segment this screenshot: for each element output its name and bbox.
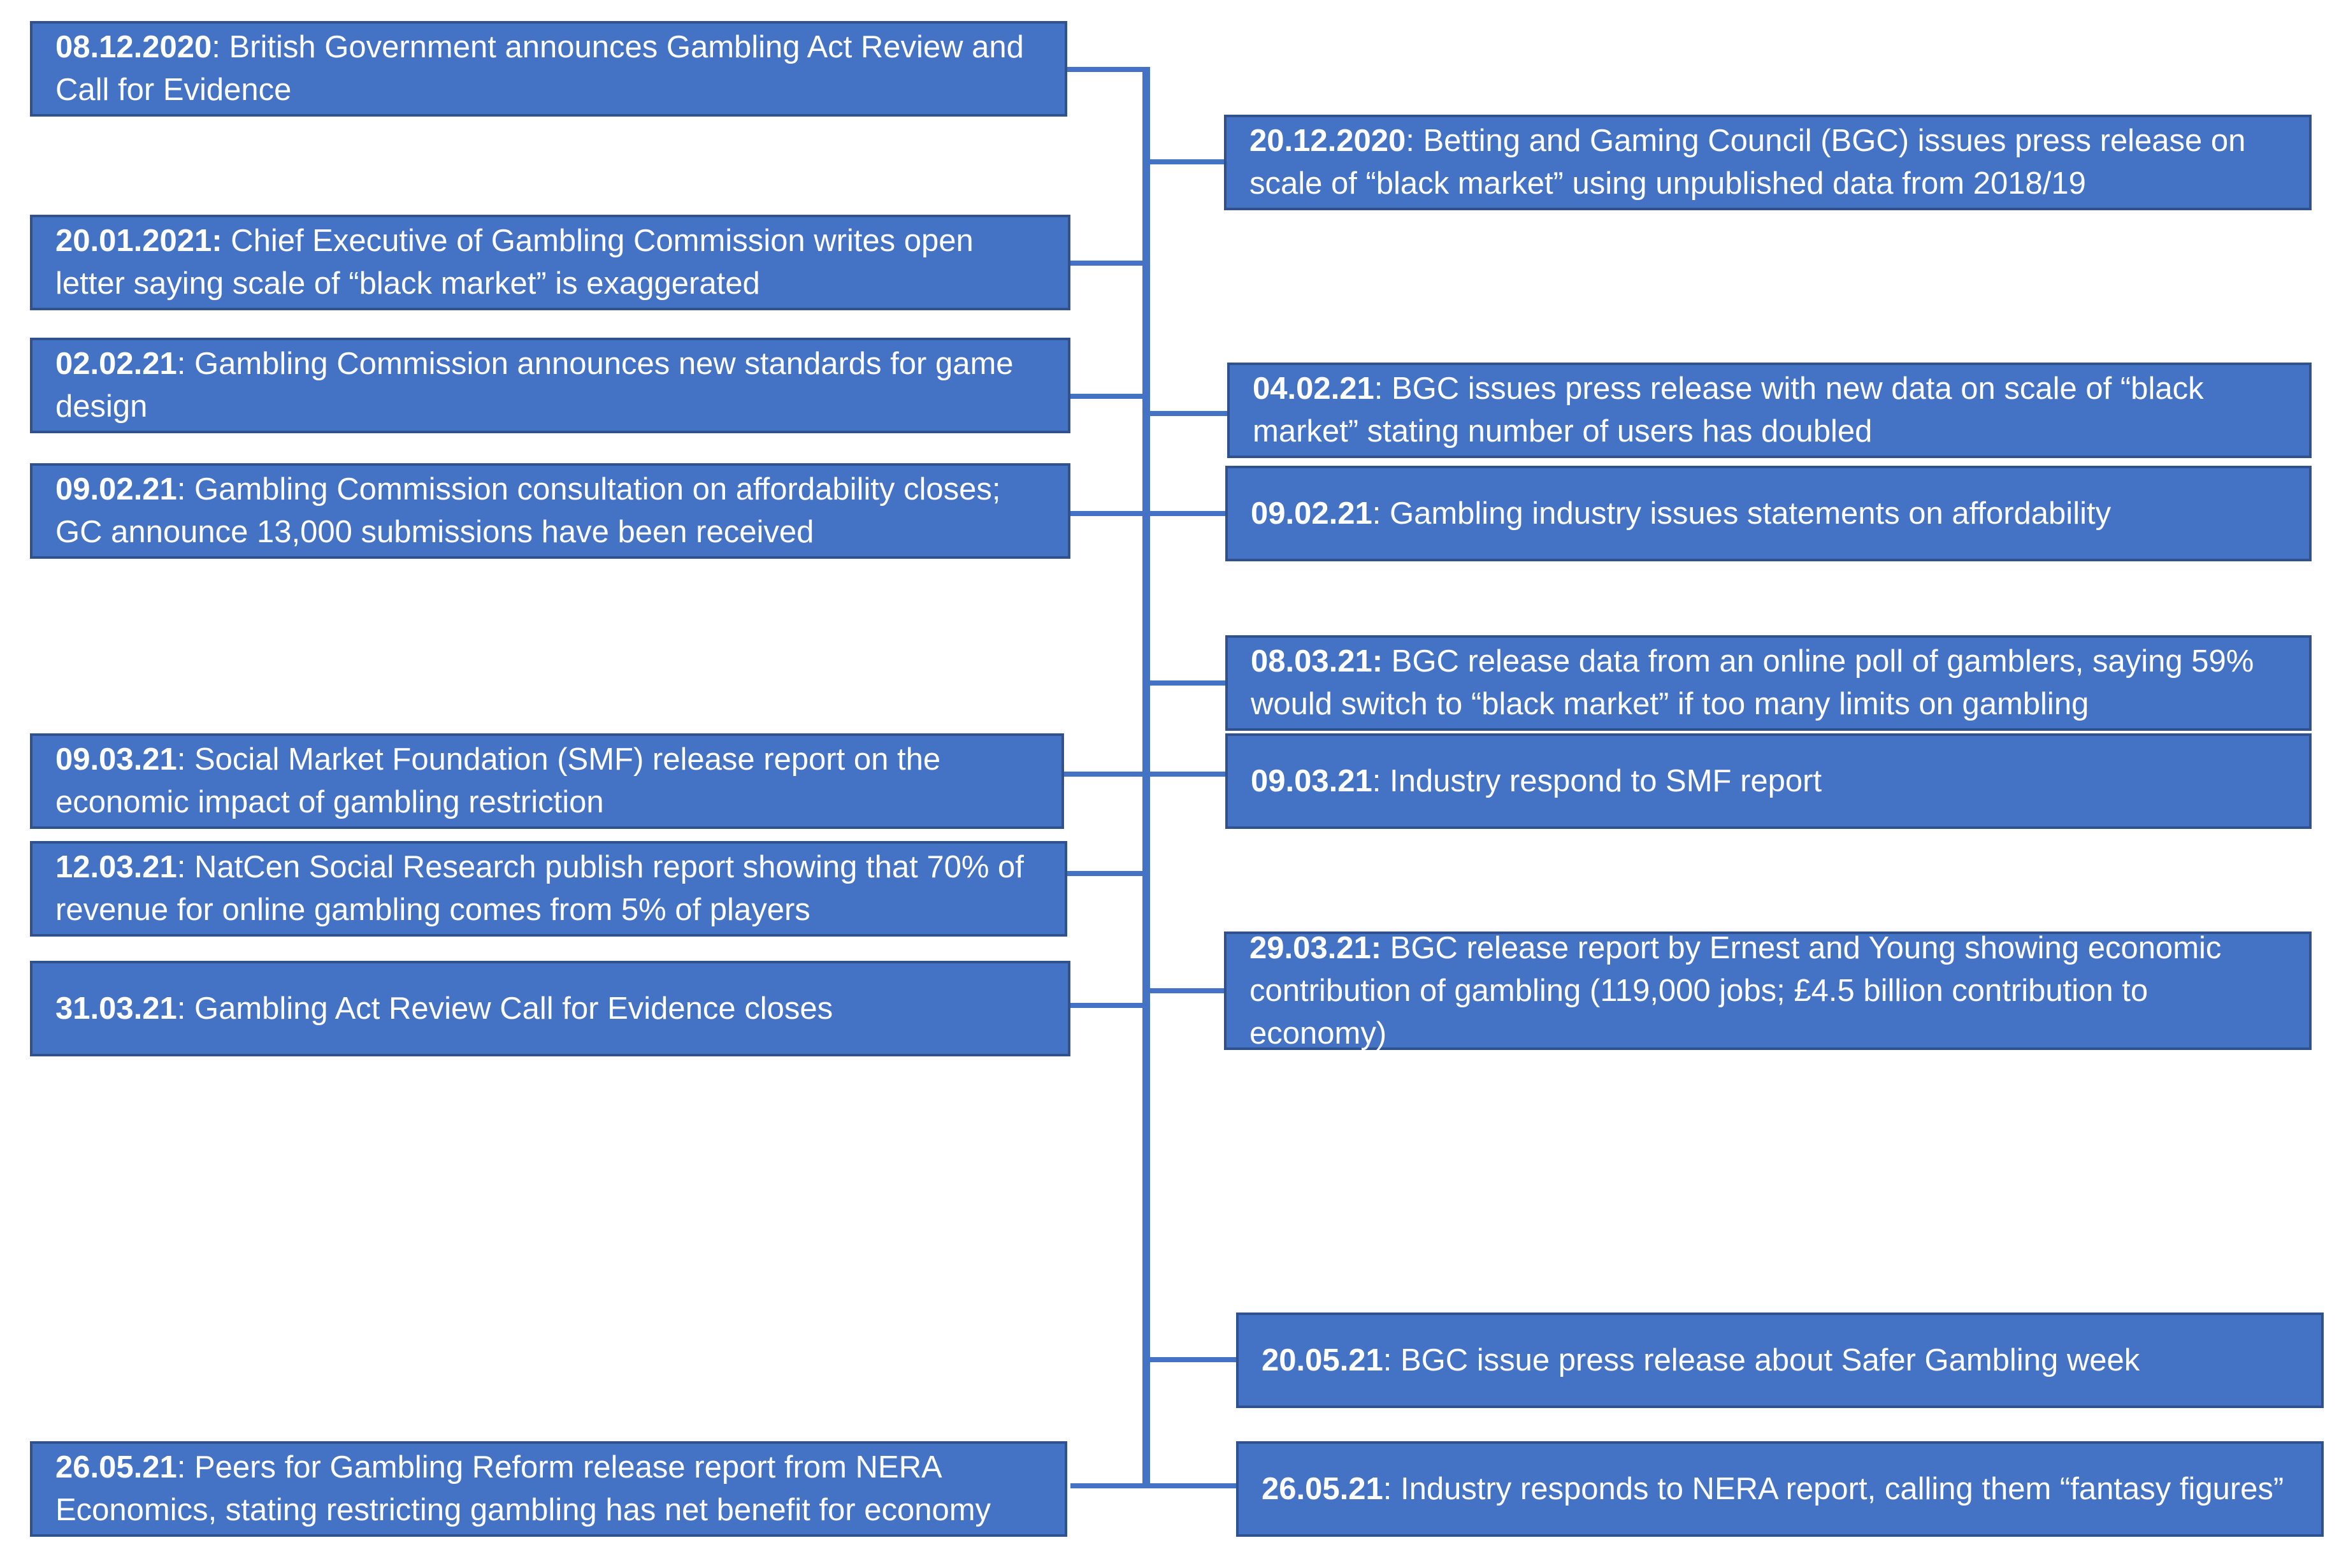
event-description: : Peers for Gambling Reform release repo… — [55, 1450, 991, 1527]
event-description: : Gambling Commission announces new stan… — [55, 347, 1014, 424]
connector — [1064, 772, 1146, 777]
event-text: 04.02.21: BGC issues press release with … — [1253, 368, 2286, 453]
event-box-left: 08.12.2020: British Government announces… — [30, 21, 1067, 117]
event-date: 09.03.21 — [1251, 763, 1372, 798]
connector — [1146, 411, 1227, 416]
event-text: 31.03.21: Gambling Act Review Call for E… — [55, 988, 833, 1030]
event-description: : Betting and Gaming Council (BGC) issue… — [1249, 124, 2246, 201]
event-box-left: 02.02.21: Gambling Commission announces … — [30, 338, 1070, 433]
event-date: 26.05.21 — [55, 1450, 177, 1485]
event-description: BGC release report by Ernest and Young s… — [1249, 930, 2222, 1051]
event-description: Chief Executive of Gambling Commission w… — [55, 224, 974, 301]
connector — [1146, 772, 1225, 777]
event-description: : NatCen Social Research publish report … — [55, 850, 1024, 927]
event-date: 20.12.2020 — [1249, 124, 1406, 158]
event-text: 29.03.21: BGC release report by Ernest a… — [1249, 927, 2286, 1055]
event-box-right: 09.02.21: Gambling industry issues state… — [1225, 466, 2312, 561]
event-date: 04.02.21 — [1253, 371, 1374, 406]
event-description: : Gambling industry issues statements on… — [1372, 496, 2112, 531]
event-box-right: 20.12.2020: Betting and Gaming Council (… — [1224, 115, 2312, 210]
event-box-right: 08.03.21: BGC release data from an onlin… — [1225, 635, 2312, 731]
connector — [1070, 394, 1146, 399]
connector — [1146, 1357, 1236, 1362]
event-description: : Industry respond to SMF report — [1372, 763, 1822, 798]
event-box-left: 31.03.21: Gambling Act Review Call for E… — [30, 961, 1070, 1056]
event-text: 08.03.21: BGC release data from an onlin… — [1251, 640, 2286, 726]
event-date: 20.05.21 — [1262, 1342, 1383, 1377]
event-description: : BGC issues press release with new data… — [1253, 371, 2204, 449]
event-box-right: 26.05.21: Industry responds to NERA repo… — [1236, 1441, 2324, 1537]
event-description: BGC release data from an online poll of … — [1251, 644, 2254, 721]
event-description: : Industry responds to NERA report, call… — [1383, 1471, 2284, 1506]
event-text: 12.03.21: NatCen Social Research publish… — [55, 846, 1042, 931]
connector — [1146, 680, 1225, 686]
event-description: : Gambling Commission consultation on af… — [55, 472, 1001, 549]
connector — [1146, 1483, 1236, 1488]
connector — [1070, 1483, 1146, 1488]
event-text: 20.05.21: BGC issue press release about … — [1262, 1339, 2140, 1382]
event-text: 09.02.21: Gambling Commission consultati… — [55, 468, 1045, 554]
event-description: : British Government announces Gambling … — [55, 30, 1024, 107]
connector — [1146, 511, 1225, 516]
event-date: 09.02.21 — [55, 472, 177, 507]
event-description: : Social Market Foundation (SMF) release… — [55, 742, 941, 819]
event-box-right: 04.02.21: BGC issues press release with … — [1227, 363, 2312, 458]
event-date: 09.03.21 — [55, 742, 177, 777]
event-box-right: 20.05.21: BGC issue press release about … — [1236, 1313, 2324, 1408]
event-text: 20.12.2020: Betting and Gaming Council (… — [1249, 120, 2286, 205]
event-text: 26.05.21: Peers for Gambling Reform rele… — [55, 1446, 1042, 1532]
event-date: 12.03.21 — [55, 850, 177, 884]
event-date: 26.05.21 — [1262, 1471, 1383, 1506]
connector — [1067, 67, 1146, 72]
event-box-left: 12.03.21: NatCen Social Research publish… — [30, 841, 1067, 937]
event-date: 09.02.21 — [1251, 496, 1372, 531]
connector — [1067, 871, 1146, 876]
event-date: 08.12.2020 — [55, 30, 212, 64]
connector — [1146, 988, 1224, 993]
event-box-left: 09.02.21: Gambling Commission consultati… — [30, 463, 1070, 559]
event-date: 31.03.21 — [55, 991, 177, 1026]
connector — [1070, 1003, 1146, 1008]
event-description: : BGC issue press release about Safer Ga… — [1383, 1342, 2140, 1377]
event-date: 02.02.21 — [55, 347, 177, 381]
connector — [1146, 159, 1224, 164]
event-text: 02.02.21: Gambling Commission announces … — [55, 343, 1045, 428]
event-box-left: 26.05.21: Peers for Gambling Reform rele… — [30, 1441, 1067, 1537]
event-box-right: 09.03.21: Industry respond to SMF report — [1225, 733, 2312, 829]
event-description: : Gambling Act Review Call for Evidence … — [176, 991, 833, 1026]
event-text: 26.05.21: Industry responds to NERA repo… — [1262, 1468, 2284, 1511]
event-text: 08.12.2020: British Government announces… — [55, 26, 1042, 111]
event-text: 09.02.21: Gambling industry issues state… — [1251, 493, 2111, 535]
event-box-left: 09.03.21: Social Market Foundation (SMF)… — [30, 733, 1064, 829]
event-text: 20.01.2021: Chief Executive of Gambling … — [55, 220, 1045, 305]
event-text: 09.03.21: Industry respond to SMF report — [1251, 760, 1822, 803]
event-text: 09.03.21: Social Market Foundation (SMF)… — [55, 738, 1039, 824]
event-date: 20.01.2021: — [55, 224, 222, 258]
event-date: 29.03.21: — [1249, 930, 1382, 965]
event-box-right: 29.03.21: BGC release report by Ernest a… — [1224, 931, 2312, 1051]
event-date: 08.03.21: — [1251, 644, 1383, 679]
connector — [1070, 261, 1146, 266]
connector — [1070, 511, 1146, 516]
event-box-left: 20.01.2021: Chief Executive of Gambling … — [30, 215, 1070, 310]
